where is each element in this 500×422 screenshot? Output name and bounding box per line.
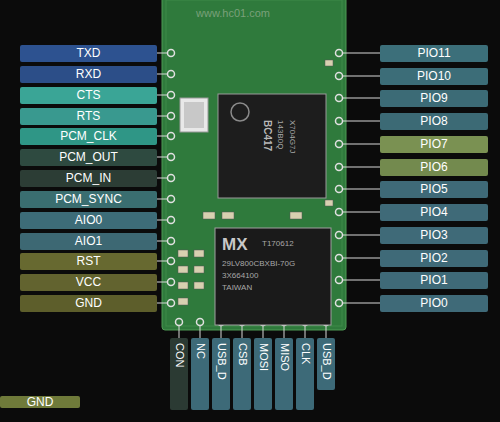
pin-label: PIO8 [380, 113, 488, 130]
pin-name: MOSI [258, 343, 269, 371]
pin-name: PIO2 [420, 252, 447, 264]
pin-name: CLK [300, 343, 311, 364]
pin-name: PCM_OUT [59, 151, 118, 163]
pin-label: PIO10 [380, 68, 488, 85]
pin-label: TXD [20, 45, 157, 62]
pin-label: RXD [20, 66, 157, 83]
chip-marking: 143B0Q [276, 120, 284, 149]
pin-name: PCM_IN [66, 172, 111, 184]
pin-label: RST [20, 253, 157, 270]
leader-lines [157, 53, 380, 338]
watermark: www.hc01.com [196, 8, 270, 19]
chip-marking: T170612 [262, 240, 294, 248]
pin-label: USB_D [212, 338, 230, 410]
pin-name: PIO10 [417, 70, 451, 82]
pin-label: PIO3 [380, 227, 488, 244]
pin-name: PIO6 [420, 161, 447, 173]
pin-label: CSB [233, 338, 251, 410]
pin-label: PCM_SYNC [20, 191, 157, 208]
smd-components [178, 60, 333, 305]
pin-label: PCM_OUT [20, 149, 157, 166]
pin-name: USB_D [216, 343, 227, 380]
pin-label: GND [20, 295, 157, 312]
chip-marking: 3X664100 [222, 272, 258, 280]
solder-pads [168, 50, 343, 326]
pin-name: TXD [77, 47, 101, 59]
pin-name: PIO7 [420, 138, 447, 150]
pin-name: AIO0 [75, 214, 102, 226]
pin-label: AIO0 [20, 212, 157, 229]
pin-label: MISO [275, 338, 293, 410]
pin-name: GND [27, 396, 54, 408]
chip-logo-text: MX [222, 236, 248, 253]
chip-marking: X704G7J [288, 120, 296, 153]
pin-name: PIO3 [420, 229, 447, 241]
pin-label: AIO1 [20, 233, 157, 250]
pin-name: MISO [279, 343, 290, 371]
pin-name: PCM_CLK [60, 130, 117, 142]
pin-label: PIO11 [380, 45, 488, 62]
pin-label: MOSI [254, 338, 272, 410]
pin-label: PCM_CLK [20, 128, 157, 145]
bluetooth-chip [218, 94, 326, 198]
crystal-body [184, 102, 204, 128]
pin-name: PCM_SYNC [55, 193, 122, 205]
pin-name: VCC [76, 276, 101, 288]
flash-chip [215, 228, 331, 325]
pin-name: PIO8 [420, 115, 447, 127]
pin-label: CLK [296, 338, 314, 410]
pin-name: CSB [237, 343, 248, 366]
chip-marking: BC417 [262, 120, 272, 151]
pin-label: PIO7 [380, 136, 488, 153]
chip-marking: TAIWAN [222, 284, 252, 292]
pin-label: PIO2 [380, 250, 488, 267]
pcb-board [162, 0, 346, 330]
pin-name: PIO11 [417, 47, 450, 59]
pcb-outline [166, 0, 342, 326]
chip-logo [231, 103, 249, 121]
pin-label: VCC [20, 274, 157, 291]
pin-name: RST [77, 255, 101, 267]
pin-label: PIO0 [380, 295, 488, 312]
pin-name: NC [195, 343, 206, 359]
pin-name: PIO4 [420, 206, 447, 218]
pin-label: PIO9 [380, 90, 488, 107]
pin-name: GND [75, 297, 102, 309]
chip-marking: 29LV800CBXBI-70G [222, 260, 295, 268]
pin-name: CON [174, 343, 185, 367]
pin-label: PIO5 [380, 181, 488, 198]
pin-label: PCM_IN [20, 170, 157, 187]
pin-label: CTS [20, 87, 157, 104]
pin-label: PIO6 [380, 159, 488, 176]
pin-label: NC [191, 338, 209, 410]
pin-label: CON [170, 338, 188, 410]
pin-name: PIO0 [420, 297, 447, 309]
pin-name: PIO5 [420, 183, 447, 195]
pin-label: RTS [20, 108, 157, 125]
pin-name: USB_D [321, 343, 332, 380]
pin-name: PIO9 [420, 92, 447, 104]
pin-label: USB_D [317, 338, 335, 390]
pin-name: AIO1 [75, 235, 102, 247]
pin-name: CTS [77, 89, 101, 101]
pin-name: RTS [77, 110, 101, 122]
crystal-component [180, 98, 208, 132]
pin-label: GND [0, 396, 80, 408]
pin-label: PIO4 [380, 204, 488, 221]
pin-name: PIO1 [420, 274, 447, 286]
pin-name: RXD [76, 68, 101, 80]
pin-label: PIO1 [380, 272, 488, 289]
